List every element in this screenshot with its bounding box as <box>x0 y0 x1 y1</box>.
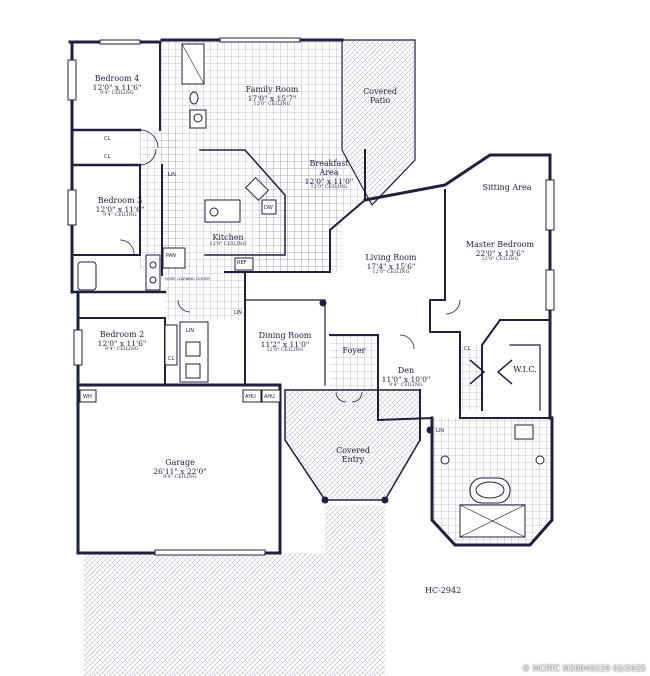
tub-b3 <box>77 261 97 291</box>
fixture-label-pan: PAN <box>166 253 176 259</box>
room-label-bedroom2: Bedroom 2 12'0" x 11'6" 9'4" CEILING <box>97 330 147 353</box>
room-label-kitchen: Kitchen 12'0" CEILING <box>209 233 247 247</box>
fixture-label-cl-b2: CL <box>168 356 175 362</box>
covered-entry-area <box>284 389 421 501</box>
room-label-wic: W.I.C. <box>513 365 537 374</box>
room-label-dining: Dining Room 11'2" x 11'0" 12'0" CEILING <box>258 331 312 354</box>
fixture-label-ref: REF <box>237 260 247 266</box>
room-label-covered-patio: Covered Patio <box>363 87 397 105</box>
fixture-label-wh: WH <box>83 394 92 400</box>
plan-code: HC-2942 <box>425 586 462 595</box>
hall-bath <box>164 324 178 366</box>
driveway-area <box>84 505 385 676</box>
walls <box>67 37 555 556</box>
dishwasher <box>261 199 277 215</box>
room-label-garage: Garage 26'11" x 22'0" 9'4" CEILING <box>153 458 207 481</box>
cooktop-icon <box>209 207 219 217</box>
room-label-bedroom3: Bedroom 3 12'0" x 11'6" 9'4" CEILING <box>95 196 145 219</box>
fixtures <box>77 43 545 538</box>
fixture-label-lin-master: LIN <box>436 428 445 434</box>
room-label-sitting: Sitting Area <box>482 183 532 192</box>
water-heater <box>79 389 97 403</box>
room-label-bedroom4: Bedroom 4 12'0" x 11'6" 9'4" CEILING <box>92 74 142 97</box>
room-label-den: Den 11'0" x 10'0" 9'4" CEILING <box>381 366 431 389</box>
toilet-icon <box>189 91 199 105</box>
fixture-label-cl-b3: CL <box>104 154 111 160</box>
pantry <box>162 247 186 269</box>
room-label-master: Master Bedroom 22'0" x 13'6" 12'0" CEILI… <box>465 240 535 263</box>
vanity-b3 <box>145 254 161 291</box>
room-label-breakfast: Breakfast Area 12'0" x 11'0" 12'0" CEILI… <box>304 159 354 190</box>
watermark: © MCRTC M20049229 02/2025 <box>522 664 646 673</box>
fixture-label-lin-hall: LIN <box>186 328 195 334</box>
fixture-label-lin-dining: LIN <box>234 310 243 316</box>
room-label-covered-entry: Covered Entry <box>336 446 370 464</box>
fixture-label-dw: DW <box>264 205 273 211</box>
fixture-label-cl-b4: CL <box>104 136 111 142</box>
sink <box>244 176 270 202</box>
fixture-label-learning-center: HOME LEARNING CENTER <box>165 277 210 281</box>
room-label-family: Family Room 17'0" x 15'7" 12'0" CEILING <box>245 85 299 108</box>
ahu-box-2 <box>261 389 281 403</box>
fixture-label-lin-b3: LIN <box>168 172 177 178</box>
refrigerator <box>234 257 254 271</box>
room-label-living: Living Room 17'4" x 15'6" 12'0" CEILING <box>365 253 417 276</box>
fixture-label-cl-master: CL <box>464 346 471 352</box>
island <box>204 199 241 223</box>
tile-areas <box>140 42 552 545</box>
room-label-foyer: Foyer <box>342 346 366 355</box>
ahu-box-1 <box>242 389 262 403</box>
fixture-label-ahu-2: AHU <box>264 394 275 400</box>
fixture-label-ahu-1: AHU <box>245 394 256 400</box>
